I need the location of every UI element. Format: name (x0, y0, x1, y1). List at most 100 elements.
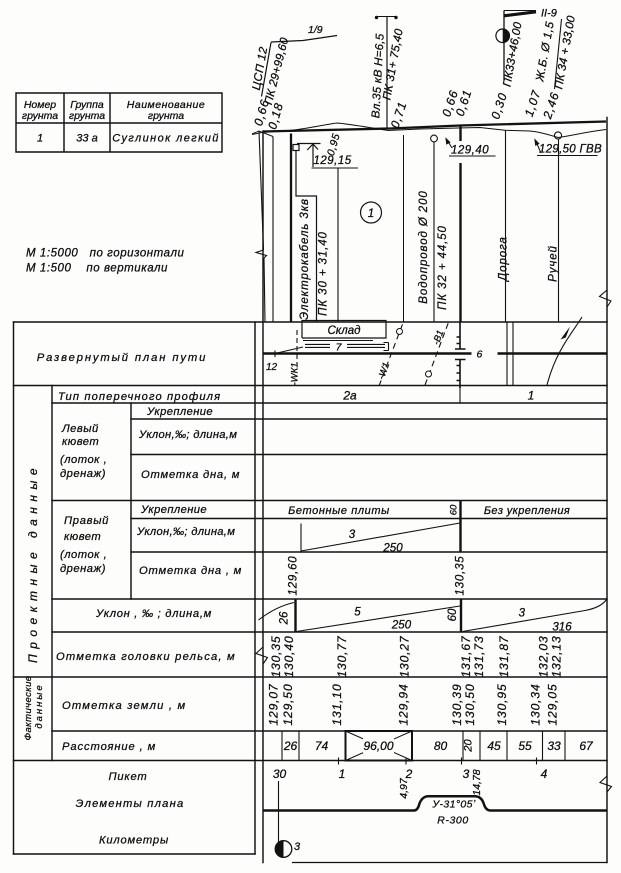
svg-text:Правый: Правый (64, 515, 109, 527)
svg-text:129,94: 129,94 (396, 683, 410, 725)
svg-text:6: 6 (477, 349, 483, 361)
svg-text:Укрепление: Укрепление (146, 406, 213, 418)
svg-text:Уклон , ‰ ; длина,м: Уклон , ‰ ; длина,м (95, 608, 212, 620)
svg-text:4: 4 (541, 767, 548, 781)
svg-text:1: 1 (368, 208, 374, 220)
svg-text:Дорога: Дорога (498, 236, 510, 283)
svg-text:ПК 30 + 31,40: ПК 30 + 31,40 (318, 231, 330, 316)
svg-text:30: 30 (273, 767, 287, 781)
svg-text:130,35: 130,35 (269, 635, 283, 677)
svg-text:Левый: Левый (61, 423, 99, 435)
svg-text:129,50: 129,50 (281, 683, 295, 725)
svg-text:132,03: 132,03 (537, 635, 551, 677)
svg-text:Укрепление: Укрепление (140, 504, 207, 516)
svg-text:4,97: 4,97 (398, 777, 410, 799)
svg-text:Расстояние , м: Расстояние , м (62, 741, 156, 753)
svg-text:14,78: 14,78 (471, 769, 483, 795)
svg-text:131,67: 131,67 (459, 635, 473, 678)
svg-text:Развернутый план пути: Развернутый план пути (37, 352, 207, 364)
svg-text:данные: данные (34, 683, 45, 728)
svg-text:129,05: 129,05 (546, 683, 560, 725)
svg-text:Вл.35 кВ Н=6,5: Вл.35 кВ Н=6,5 (370, 33, 386, 119)
svg-text:129,40: 129,40 (451, 145, 489, 157)
svg-text:1: 1 (528, 389, 535, 403)
svg-text:ПК 32 + 44,50: ПК 32 + 44,50 (437, 225, 449, 310)
svg-text:130,77: 130,77 (335, 635, 349, 678)
svg-text:Отметка земли , м: Отметка земли , м (62, 700, 186, 712)
svg-text:Суглинок легкий: Суглинок легкий (112, 133, 220, 145)
svg-text:130,35: 130,35 (455, 556, 467, 596)
svg-text:R-300: R-300 (437, 815, 469, 827)
svg-text:130,95: 130,95 (495, 683, 509, 725)
svg-text:33 а: 33 а (76, 133, 97, 145)
svg-text:12: 12 (266, 362, 278, 373)
svg-text:1/9: 1/9 (308, 24, 323, 36)
svg-text:дренаж): дренаж) (60, 563, 106, 575)
svg-text:1: 1 (339, 767, 346, 781)
svg-text:132,13: 132,13 (550, 635, 564, 677)
svg-text:250: 250 (391, 620, 412, 632)
svg-text:(лоток ,: (лоток , (60, 549, 107, 561)
svg-text:250: 250 (382, 543, 403, 555)
svg-text:-WК1: -WК1 (290, 362, 301, 385)
svg-text:20: 20 (463, 739, 475, 753)
svg-text:дренаж): дренаж) (60, 468, 106, 480)
svg-text:Уклон,‰; длина,м: Уклон,‰; длина,м (136, 526, 235, 538)
svg-text:грунта: грунта (22, 110, 58, 122)
svg-text:Тип поперечного профиля: Тип поперечного профиля (58, 391, 221, 403)
svg-text:Километры: Километры (99, 835, 169, 847)
svg-text:У-31°05ʼ: У-31°05ʼ (431, 799, 476, 811)
svg-text:60: 60 (449, 504, 460, 515)
svg-text:5: 5 (354, 607, 361, 619)
svg-text:129,60: 129,60 (288, 556, 300, 596)
svg-text:3: 3 (519, 608, 526, 620)
svg-text:Фактические: Фактические (23, 676, 34, 741)
svg-text:Отметка дна , м: Отметка дна , м (139, 565, 242, 577)
svg-text:130,40: 130,40 (282, 635, 296, 677)
svg-text:Отметка головки рельса, м: Отметка головки рельса, м (56, 651, 236, 663)
svg-text:Уклон,‰; длина,м: Уклон,‰; длина,м (138, 429, 237, 441)
svg-text:130,27: 130,27 (397, 635, 411, 678)
svg-text:130,34: 130,34 (529, 683, 543, 725)
svg-text:Элементы плана: Элементы плана (76, 798, 185, 810)
svg-text:3: 3 (349, 529, 356, 541)
svg-text:3: 3 (463, 767, 470, 781)
svg-text:129,15: 129,15 (314, 155, 352, 167)
svg-text:45: 45 (487, 739, 501, 753)
svg-text:96,00: 96,00 (363, 739, 393, 753)
svg-text:Наименование: Наименование (127, 99, 205, 111)
svg-text:33: 33 (547, 739, 561, 753)
svg-text:Электрокабель 3кв: Электрокабель 3кв (299, 198, 311, 320)
svg-text:26: 26 (279, 611, 291, 625)
svg-text:М 1:5000 по горизонтали: М 1:5000 по горизонтали (26, 248, 185, 260)
svg-text:26: 26 (283, 739, 298, 753)
svg-text:Бетонные плиты: Бетонные плиты (288, 505, 390, 517)
svg-text:74: 74 (315, 739, 329, 753)
svg-text:грунта: грунта (69, 110, 105, 122)
svg-text:3: 3 (294, 841, 301, 853)
svg-text:2а: 2а (342, 389, 357, 403)
svg-text:1: 1 (37, 133, 43, 145)
svg-text:Пикет: Пикет (108, 771, 147, 783)
svg-text:Склад: Склад (328, 325, 361, 337)
svg-text:Номер: Номер (24, 99, 56, 111)
svg-text:Проектные данные: Проектные данные (26, 463, 40, 663)
svg-text:Ручей: Ручей (548, 245, 560, 282)
svg-text:131,87: 131,87 (497, 635, 511, 678)
svg-text:2: 2 (405, 767, 413, 781)
svg-text:130,50: 130,50 (463, 683, 477, 725)
svg-text:60: 60 (447, 608, 459, 621)
svg-text:7: 7 (336, 342, 343, 354)
svg-text:кювет: кювет (62, 436, 99, 448)
svg-text:Водопровод Ø 200: Водопровод Ø 200 (418, 190, 430, 303)
svg-text:-В1: -В1 (431, 329, 446, 347)
svg-text:131,10: 131,10 (330, 683, 344, 725)
svg-text:131,73: 131,73 (472, 635, 486, 677)
svg-text:67: 67 (579, 739, 594, 753)
svg-text:Отметка дна, м: Отметка дна, м (141, 469, 240, 481)
svg-text:316: 316 (552, 622, 572, 634)
svg-text:II-9: II-9 (541, 8, 557, 20)
svg-text:Группа: Группа (70, 99, 104, 111)
svg-text:(лоток ,: (лоток , (60, 454, 107, 466)
svg-text:кювет: кювет (64, 531, 101, 543)
